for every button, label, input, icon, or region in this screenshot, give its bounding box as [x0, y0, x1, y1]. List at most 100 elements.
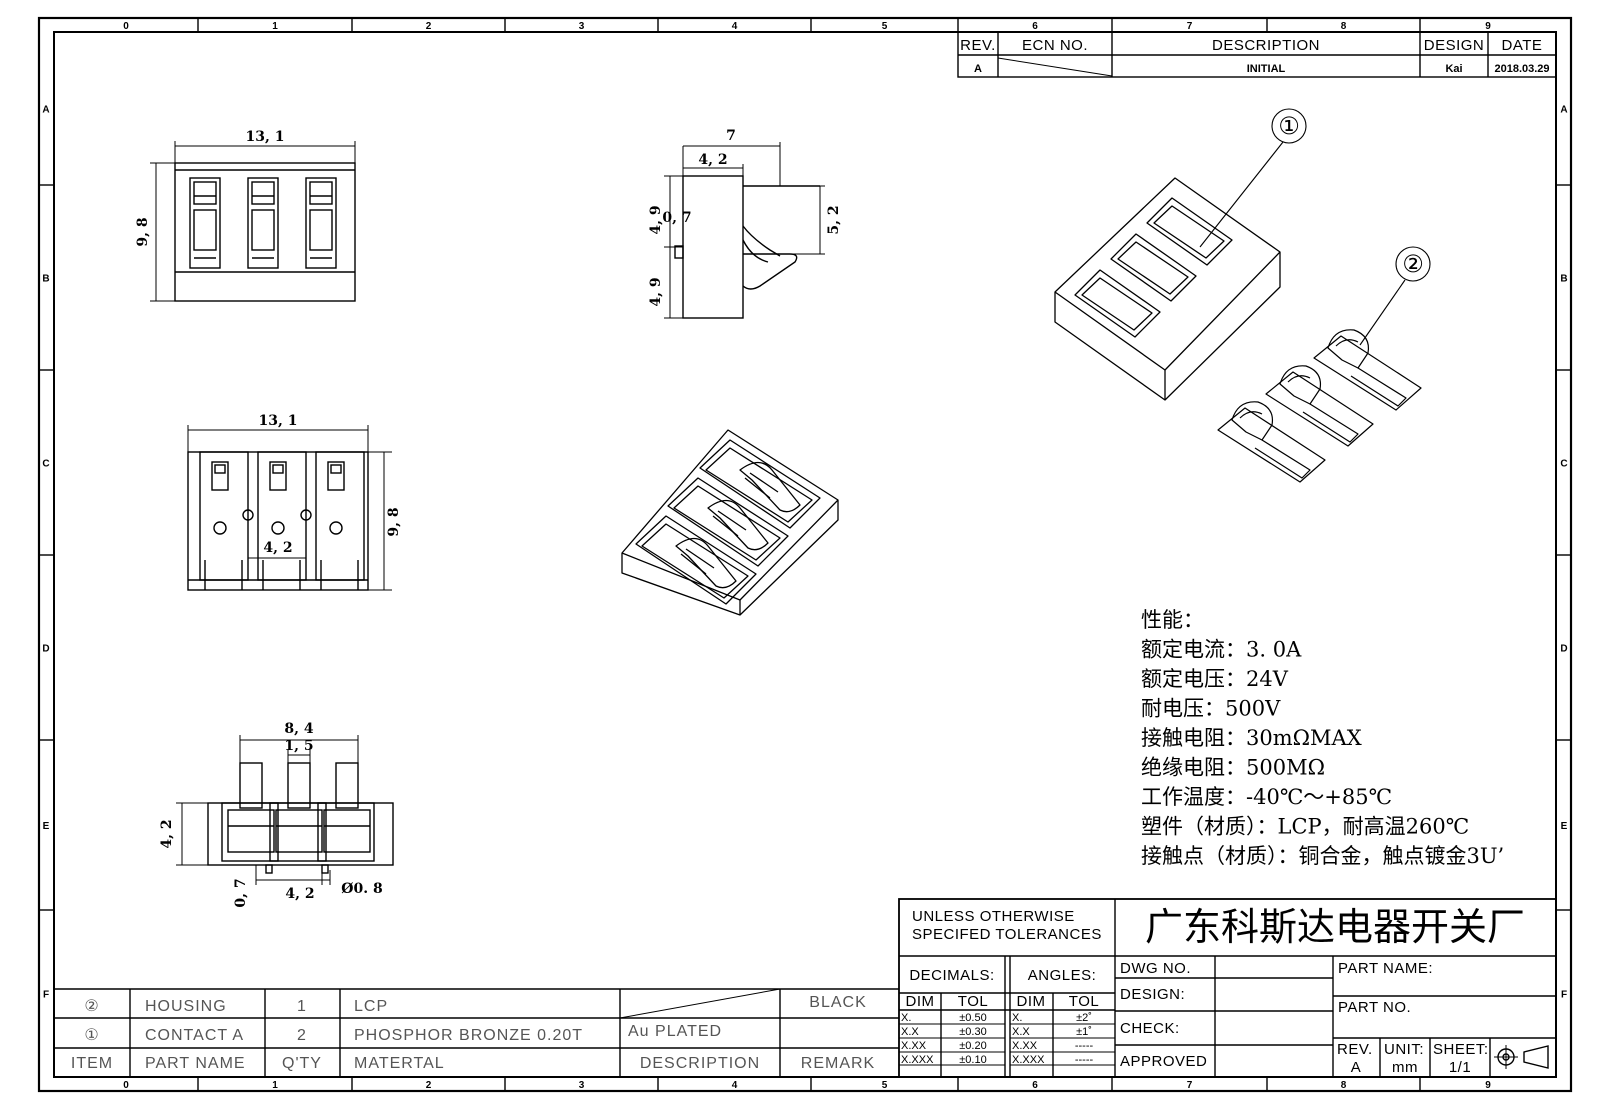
dim-front-height: 4, 2 — [159, 819, 175, 848]
bottom-view-hole — [329, 521, 343, 535]
dim-side-h-bottom: 4, 9 — [648, 277, 664, 306]
zone-col-label-bottom: 1 — [272, 1080, 278, 1091]
date-value: 2018.03.29 — [1494, 63, 1549, 75]
isometric-assembly — [621, 429, 839, 616]
iso-center-slot — [635, 515, 757, 605]
exploded-housing — [1054, 177, 1281, 401]
iso-contact-base — [1313, 335, 1422, 411]
zone-col-label-bottom: 4 — [732, 1080, 738, 1091]
zone-row-label-left: B — [42, 274, 49, 285]
front-view-pin — [265, 864, 273, 874]
revision-table — [957, 31, 1557, 78]
top-view-slot-contact — [251, 209, 275, 251]
front-view-slot — [221, 802, 279, 862]
bottom-view-lead — [262, 560, 301, 590]
iso-housing-slot — [1146, 197, 1233, 266]
iso-housing-slot — [1074, 269, 1161, 338]
rev-value-tb: A — [1351, 1059, 1362, 1076]
bottom-view-lead — [204, 560, 243, 590]
bottom-view-cell — [315, 451, 365, 581]
iso-contact — [1217, 401, 1326, 483]
bottom-view-window — [211, 461, 229, 491]
top-view — [150, 141, 356, 302]
zone-col-label-bottom: 7 — [1187, 1080, 1193, 1091]
bom-item: ② — [84, 998, 99, 1015]
bottom-view-hole — [271, 521, 285, 535]
company-name: 广东科斯达电器开关厂 — [1145, 905, 1525, 949]
part-no-label: PART NO. — [1338, 999, 1411, 1016]
bottom-view-lead — [320, 560, 359, 590]
callout-1-leader — [1199, 141, 1284, 248]
iso-contact-tail — [1350, 367, 1407, 407]
date-header: DATE — [1502, 37, 1543, 54]
bom-part-name: CONTACT A — [145, 1027, 244, 1044]
dim-side-width: 7 — [726, 128, 736, 144]
dim-bottom-pitch: 4, 2 — [263, 540, 292, 556]
top-view-slot — [305, 177, 337, 269]
zone-col-label-bottom: 6 — [1032, 1080, 1038, 1091]
iso-housing-slot-inner — [1081, 277, 1153, 331]
unit-value: mm — [1392, 1059, 1418, 1076]
bottom-view-window — [269, 461, 287, 491]
iso-center-contact-line — [744, 472, 779, 499]
iso-contact-base — [1265, 371, 1374, 447]
bom-header-remark: REMARK — [801, 1055, 875, 1072]
design-value: Kai — [1445, 63, 1462, 75]
front-view-slot — [317, 802, 375, 862]
side-view — [664, 142, 825, 319]
dim-front-pin: 0, 7 — [233, 878, 249, 907]
bom-header-description: DESCRIPTION — [640, 1055, 760, 1072]
angles-tol-header: TOL — [1069, 993, 1099, 1010]
iso-center-contact — [707, 499, 769, 551]
iso-housing-slot-inner — [1117, 241, 1189, 295]
iso-center-slot-inner — [705, 447, 813, 523]
angles-label: ANGLES: — [1028, 967, 1097, 984]
zone-row-label-left: E — [43, 821, 50, 832]
front-view-contact — [239, 762, 263, 809]
bom-qty: 1 — [297, 998, 307, 1015]
tol-decimal-value: ±0.50 — [959, 1012, 986, 1024]
tol-decimal-value: ±0.30 — [959, 1026, 986, 1038]
zone-col-label-bottom: 3 — [579, 1080, 585, 1091]
bom-material: PHOSPHOR BRONZE 0.20T — [354, 1027, 583, 1044]
zone-row-label-left: A — [42, 105, 49, 116]
zone-row-label-left: D — [42, 644, 49, 655]
iso-center-slot-inner — [641, 523, 749, 599]
spec-line: 额定电压：24V — [1141, 667, 1289, 691]
zone-col-label-top: 9 — [1485, 21, 1491, 32]
bill-of-materials — [54, 988, 899, 1077]
bottom-view — [187, 425, 392, 591]
iso-center-slot — [699, 439, 821, 529]
zone-col-label-bottom: 8 — [1341, 1080, 1347, 1091]
tol-decimal-dim: X.XX — [901, 1040, 927, 1052]
zone-col-label-top: 6 — [1032, 21, 1038, 32]
zone-col-label-top: 8 — [1341, 21, 1347, 32]
spec-line: 接触电阻：30mΩMAX — [1141, 726, 1362, 750]
description-value: INITIAL — [1247, 63, 1286, 75]
front-view-contact — [287, 762, 311, 809]
spec-line: 性能： — [1141, 608, 1204, 632]
rev-header: REV. — [960, 37, 996, 54]
zone-ticks — [39, 18, 1571, 1091]
description-header: DESCRIPTION — [1212, 37, 1320, 54]
dim-front-slot: 1, 5 — [284, 738, 313, 754]
tol-decimal-value: ±0.10 — [959, 1054, 986, 1066]
iso-center-contact — [675, 537, 737, 589]
spec-line: 工作温度：-40℃～+85℃ — [1141, 785, 1392, 809]
iso-contact-tail — [1254, 439, 1311, 479]
ecn-header: ECN NO. — [1022, 37, 1088, 54]
tolerance-note-1: UNLESS OTHERWISE — [912, 908, 1075, 925]
iso-housing-slot-outline — [1146, 197, 1233, 266]
zone-row-label-right: B — [1560, 274, 1567, 285]
callout-2-leader — [1359, 279, 1406, 346]
top-view-slot-contact — [251, 181, 275, 205]
iso-contact — [1313, 329, 1422, 411]
spec-line: 塑件（材质）：LCP，耐高温260℃ — [1141, 815, 1469, 839]
spec-line: 额定电流：3. 0A — [1141, 638, 1302, 662]
dim-front-span: 8, 4 — [284, 721, 313, 737]
iso-housing-slot-outline — [1074, 269, 1161, 338]
iso-center-contact-line — [712, 510, 747, 537]
spec-line: 接触点（材质）：铜合金，触点镀金3U’ — [1141, 844, 1504, 868]
angles-dim-header: DIM — [1017, 993, 1046, 1010]
dim-top-width: 13, 1 — [246, 129, 285, 145]
